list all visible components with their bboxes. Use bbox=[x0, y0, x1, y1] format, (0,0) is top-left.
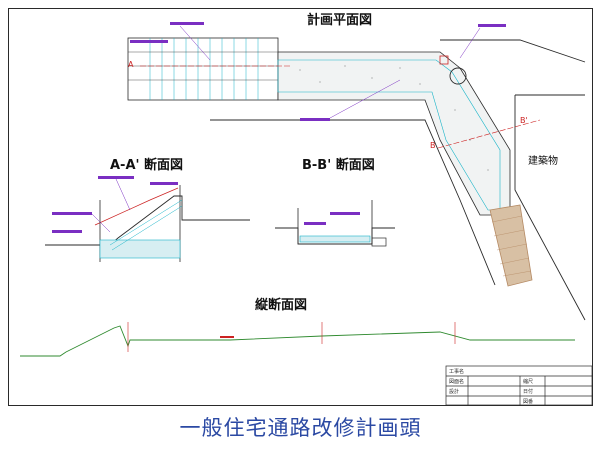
plan-leader-tags bbox=[130, 22, 506, 121]
tb-row3-b: 日付 bbox=[523, 389, 534, 395]
plan-leaders bbox=[179, 25, 481, 119]
section-line-bb bbox=[437, 119, 541, 149]
marker-a: A bbox=[128, 60, 134, 69]
aa-leaders bbox=[91, 178, 131, 233]
tb-row4: 図番 bbox=[523, 399, 534, 405]
aa-ground-profile bbox=[45, 195, 250, 246]
longitudinal-marker-tags bbox=[220, 336, 234, 338]
bb-leader-tags bbox=[304, 212, 360, 225]
tb-row1: 工事名 bbox=[449, 369, 465, 375]
marker-b: B bbox=[430, 141, 436, 150]
plan-walkway bbox=[277, 51, 511, 216]
bb-slab bbox=[299, 235, 371, 243]
bb-profile bbox=[275, 227, 395, 245]
ramp-hatch bbox=[491, 215, 532, 277]
aa-foundation bbox=[99, 239, 181, 259]
tb-row3-a: 設計 bbox=[449, 389, 460, 395]
title-block bbox=[445, 365, 593, 406]
section-aa-title: A-A' 断面図 bbox=[110, 158, 184, 173]
longitudinal-profile bbox=[20, 325, 575, 357]
plan-red-marker bbox=[439, 55, 449, 65]
building-label: 建築物 bbox=[528, 156, 558, 167]
page-caption: 一般住宅通路改修計画頭 bbox=[179, 416, 422, 440]
building-side-edge bbox=[514, 95, 586, 321]
cad-drawing bbox=[20, 22, 593, 406]
plan-hatched-ramp bbox=[489, 204, 533, 287]
plan-view bbox=[127, 22, 586, 321]
longitudinal-view bbox=[20, 322, 575, 357]
longitudinal-markers bbox=[127, 322, 456, 352]
aa-stair-nosing bbox=[109, 199, 183, 251]
plan-tree-circle bbox=[449, 67, 467, 85]
section-bb-title: B-B' 断面図 bbox=[302, 158, 375, 173]
plan-stair-treads bbox=[149, 38, 259, 100]
bb-gutter bbox=[371, 237, 387, 247]
plan-road-edge bbox=[440, 39, 586, 63]
aa-handrail bbox=[94, 187, 179, 226]
plan-stair-block bbox=[127, 37, 279, 101]
tb-row2-a: 図面名 bbox=[449, 379, 465, 385]
tb-row2-b: 縮尺 bbox=[523, 379, 534, 385]
longitudinal-title: 縦断面図 bbox=[255, 298, 308, 313]
section-aa-view bbox=[45, 176, 250, 262]
plan-title: 計画平面図 bbox=[307, 13, 373, 28]
marker-b-prime: B' bbox=[520, 116, 528, 125]
section-bb-view bbox=[275, 200, 395, 247]
aa-leader-tags bbox=[52, 176, 178, 233]
